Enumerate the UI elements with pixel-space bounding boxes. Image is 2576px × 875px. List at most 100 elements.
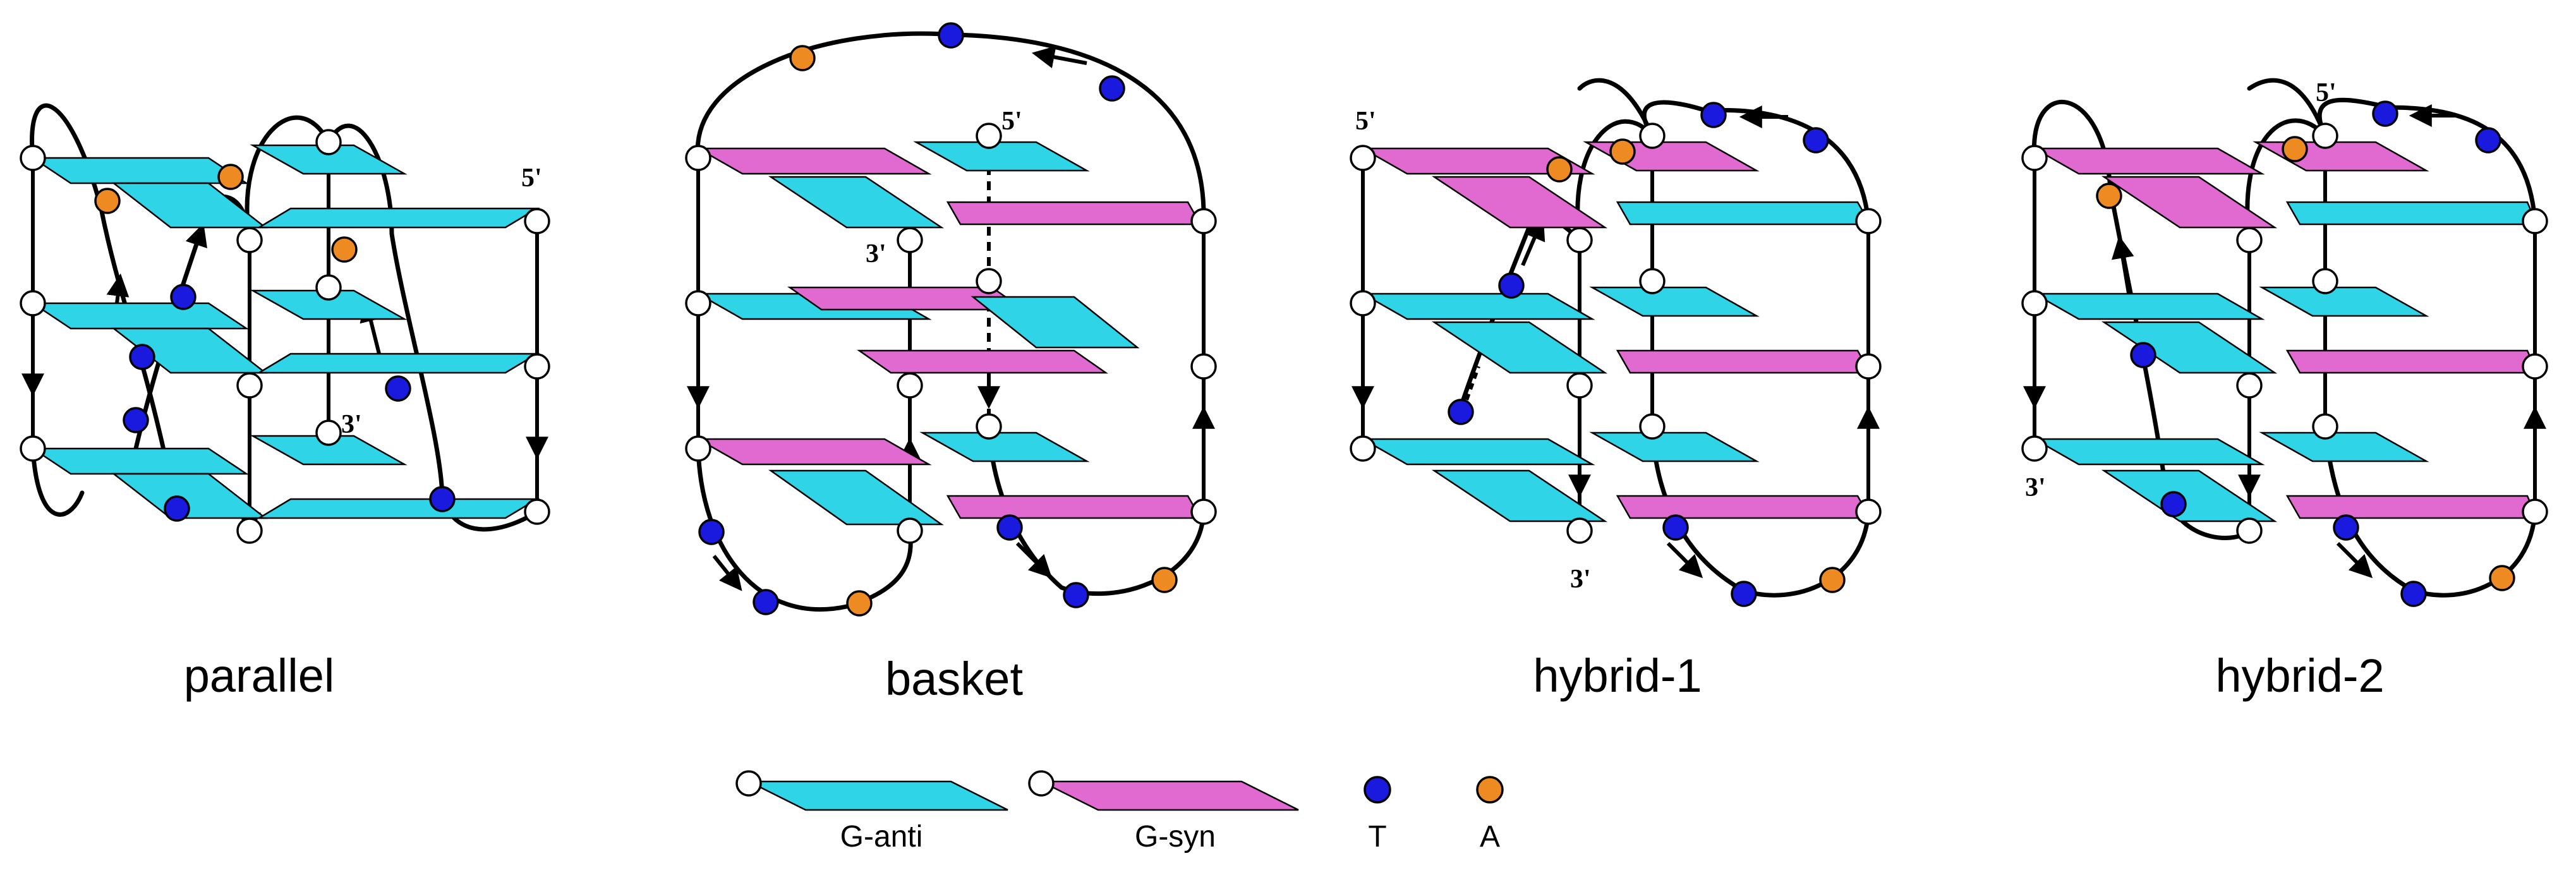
- strand-loop-right: [326, 123, 540, 532]
- dashed-connector: [1461, 365, 1480, 412]
- three-prime-label: 3': [341, 410, 362, 439]
- tile-g-anti: [1431, 469, 1608, 522]
- guanine-node: [1639, 268, 1666, 294]
- tile-g-anti: [919, 431, 1090, 462]
- thymine-node: [129, 344, 155, 370]
- tile-g-syn: [1616, 349, 1872, 374]
- tile-g-anti: [1589, 431, 1760, 462]
- tile-g-anti: [2259, 286, 2429, 317]
- adenine-node: [1151, 567, 1178, 593]
- tile-g-anti: [913, 141, 1090, 172]
- thymine-node: [1448, 399, 1474, 425]
- thymine-node: [1063, 582, 1089, 608]
- five-prime-label: 5': [2316, 78, 2337, 107]
- adenine-node: [2489, 565, 2515, 591]
- thymine-node: [170, 284, 197, 310]
- tile-g-syn: [695, 147, 932, 175]
- three-prime-label: 3': [2025, 473, 2046, 502]
- guanine-node: [1190, 353, 1217, 380]
- tile-g-anti: [111, 182, 268, 229]
- thymine-node: [1700, 102, 1727, 128]
- arrow-top-loop: [1031, 45, 1087, 68]
- thymine-node: [1731, 581, 1757, 607]
- tile-g-anti: [1616, 201, 1872, 226]
- panel-parallel: 5' 3' parallel: [20, 103, 550, 702]
- thymine-node: [2372, 100, 2398, 127]
- panel-basket: 5' 3' basket: [685, 22, 1217, 705]
- strand-loop-back: [2247, 78, 2328, 138]
- legend-item-a: A: [1476, 776, 1504, 854]
- guanine-node: [685, 435, 711, 462]
- tile-g-anti: [768, 469, 944, 526]
- adenine-node: [2282, 136, 2308, 162]
- five-prime-label: 5': [1001, 107, 1022, 136]
- guanine-node: [1350, 290, 1376, 317]
- panel-caption: hybrid-2: [2215, 649, 2384, 702]
- legend-guanine-node: [1028, 770, 1055, 797]
- guanine-node: [1855, 208, 1882, 234]
- thymine-node: [2475, 127, 2501, 154]
- guanine-node: [685, 145, 711, 171]
- five-prime-label: 5': [521, 164, 542, 193]
- guanine-node: [1566, 517, 1593, 544]
- thymine-node: [385, 375, 411, 402]
- guanine-node: [1855, 353, 1882, 380]
- arrow-up-strand: [1521, 217, 1545, 267]
- guanine-node: [524, 208, 550, 234]
- strand-loop-bottom-right: [986, 424, 1206, 596]
- thymine-node: [1498, 272, 1525, 299]
- guanine-node: [897, 372, 923, 399]
- legend-item-g-anti: G-anti: [735, 770, 1008, 854]
- adenine-node: [1546, 156, 1573, 183]
- legend: G-anti G-syn T A: [735, 770, 1504, 854]
- adenine-node: [789, 45, 816, 71]
- adenine-node: [94, 188, 121, 214]
- thymine-node: [698, 519, 725, 545]
- strand-loop-top-arch: [695, 31, 1206, 224]
- legend-g-syn-label: G-syn: [1135, 820, 1216, 854]
- guanine-node: [2522, 208, 2548, 234]
- three-prime-label: 3': [866, 239, 886, 269]
- legend-adenine-node: [1476, 776, 1504, 804]
- tile-g-syn: [1431, 176, 1608, 229]
- legend-t-label: T: [1368, 820, 1386, 854]
- arrow-bottom-loop: [1666, 541, 1703, 579]
- guanine-node: [685, 290, 711, 317]
- tile-g-syn: [2031, 147, 2265, 175]
- guanine-node: [976, 123, 1002, 149]
- thymine-node: [996, 514, 1023, 541]
- strand-loop-bottom-left: [30, 446, 85, 517]
- guanine-node: [1639, 123, 1666, 149]
- tile-g-anti: [1431, 321, 1608, 374]
- tile-g-syn: [2285, 349, 2538, 374]
- tile-g-anti: [1360, 438, 1595, 466]
- guanine-node: [2236, 517, 2263, 544]
- panel-hybrid-1: 5' 3' hybrid-1: [1350, 78, 1882, 702]
- thymine-node: [2160, 491, 2187, 517]
- adenine-node: [217, 164, 244, 190]
- tile-g-anti: [256, 353, 540, 374]
- guanine-node: [2312, 123, 2338, 149]
- tile-g-anti: [1589, 286, 1760, 317]
- adenine-node: [846, 590, 873, 617]
- panel-caption: hybrid-1: [1533, 649, 1702, 702]
- strand-loop-top: [1575, 119, 1655, 243]
- guanine-node: [2312, 268, 2338, 294]
- guanine-node: [315, 274, 342, 301]
- guanine-node: [1639, 413, 1666, 440]
- arrow-up-strand: [2111, 235, 2134, 298]
- adenine-node: [1819, 567, 1846, 593]
- thymine-node: [753, 589, 779, 615]
- legend-item-g-syn: G-syn: [1028, 770, 1299, 854]
- tile-g-anti: [256, 207, 540, 229]
- guanine-node: [976, 413, 1002, 440]
- guanine-node: [1566, 372, 1593, 399]
- adenine-node: [1609, 138, 1636, 165]
- tile-g-anti: [2031, 293, 2265, 320]
- tile-g-anti: [2285, 201, 2538, 226]
- strand-loop-back: [1577, 78, 1655, 138]
- guanine-node: [236, 227, 263, 253]
- legend-g-syn-swatch: [1041, 780, 1299, 811]
- guanine-node: [2522, 353, 2548, 380]
